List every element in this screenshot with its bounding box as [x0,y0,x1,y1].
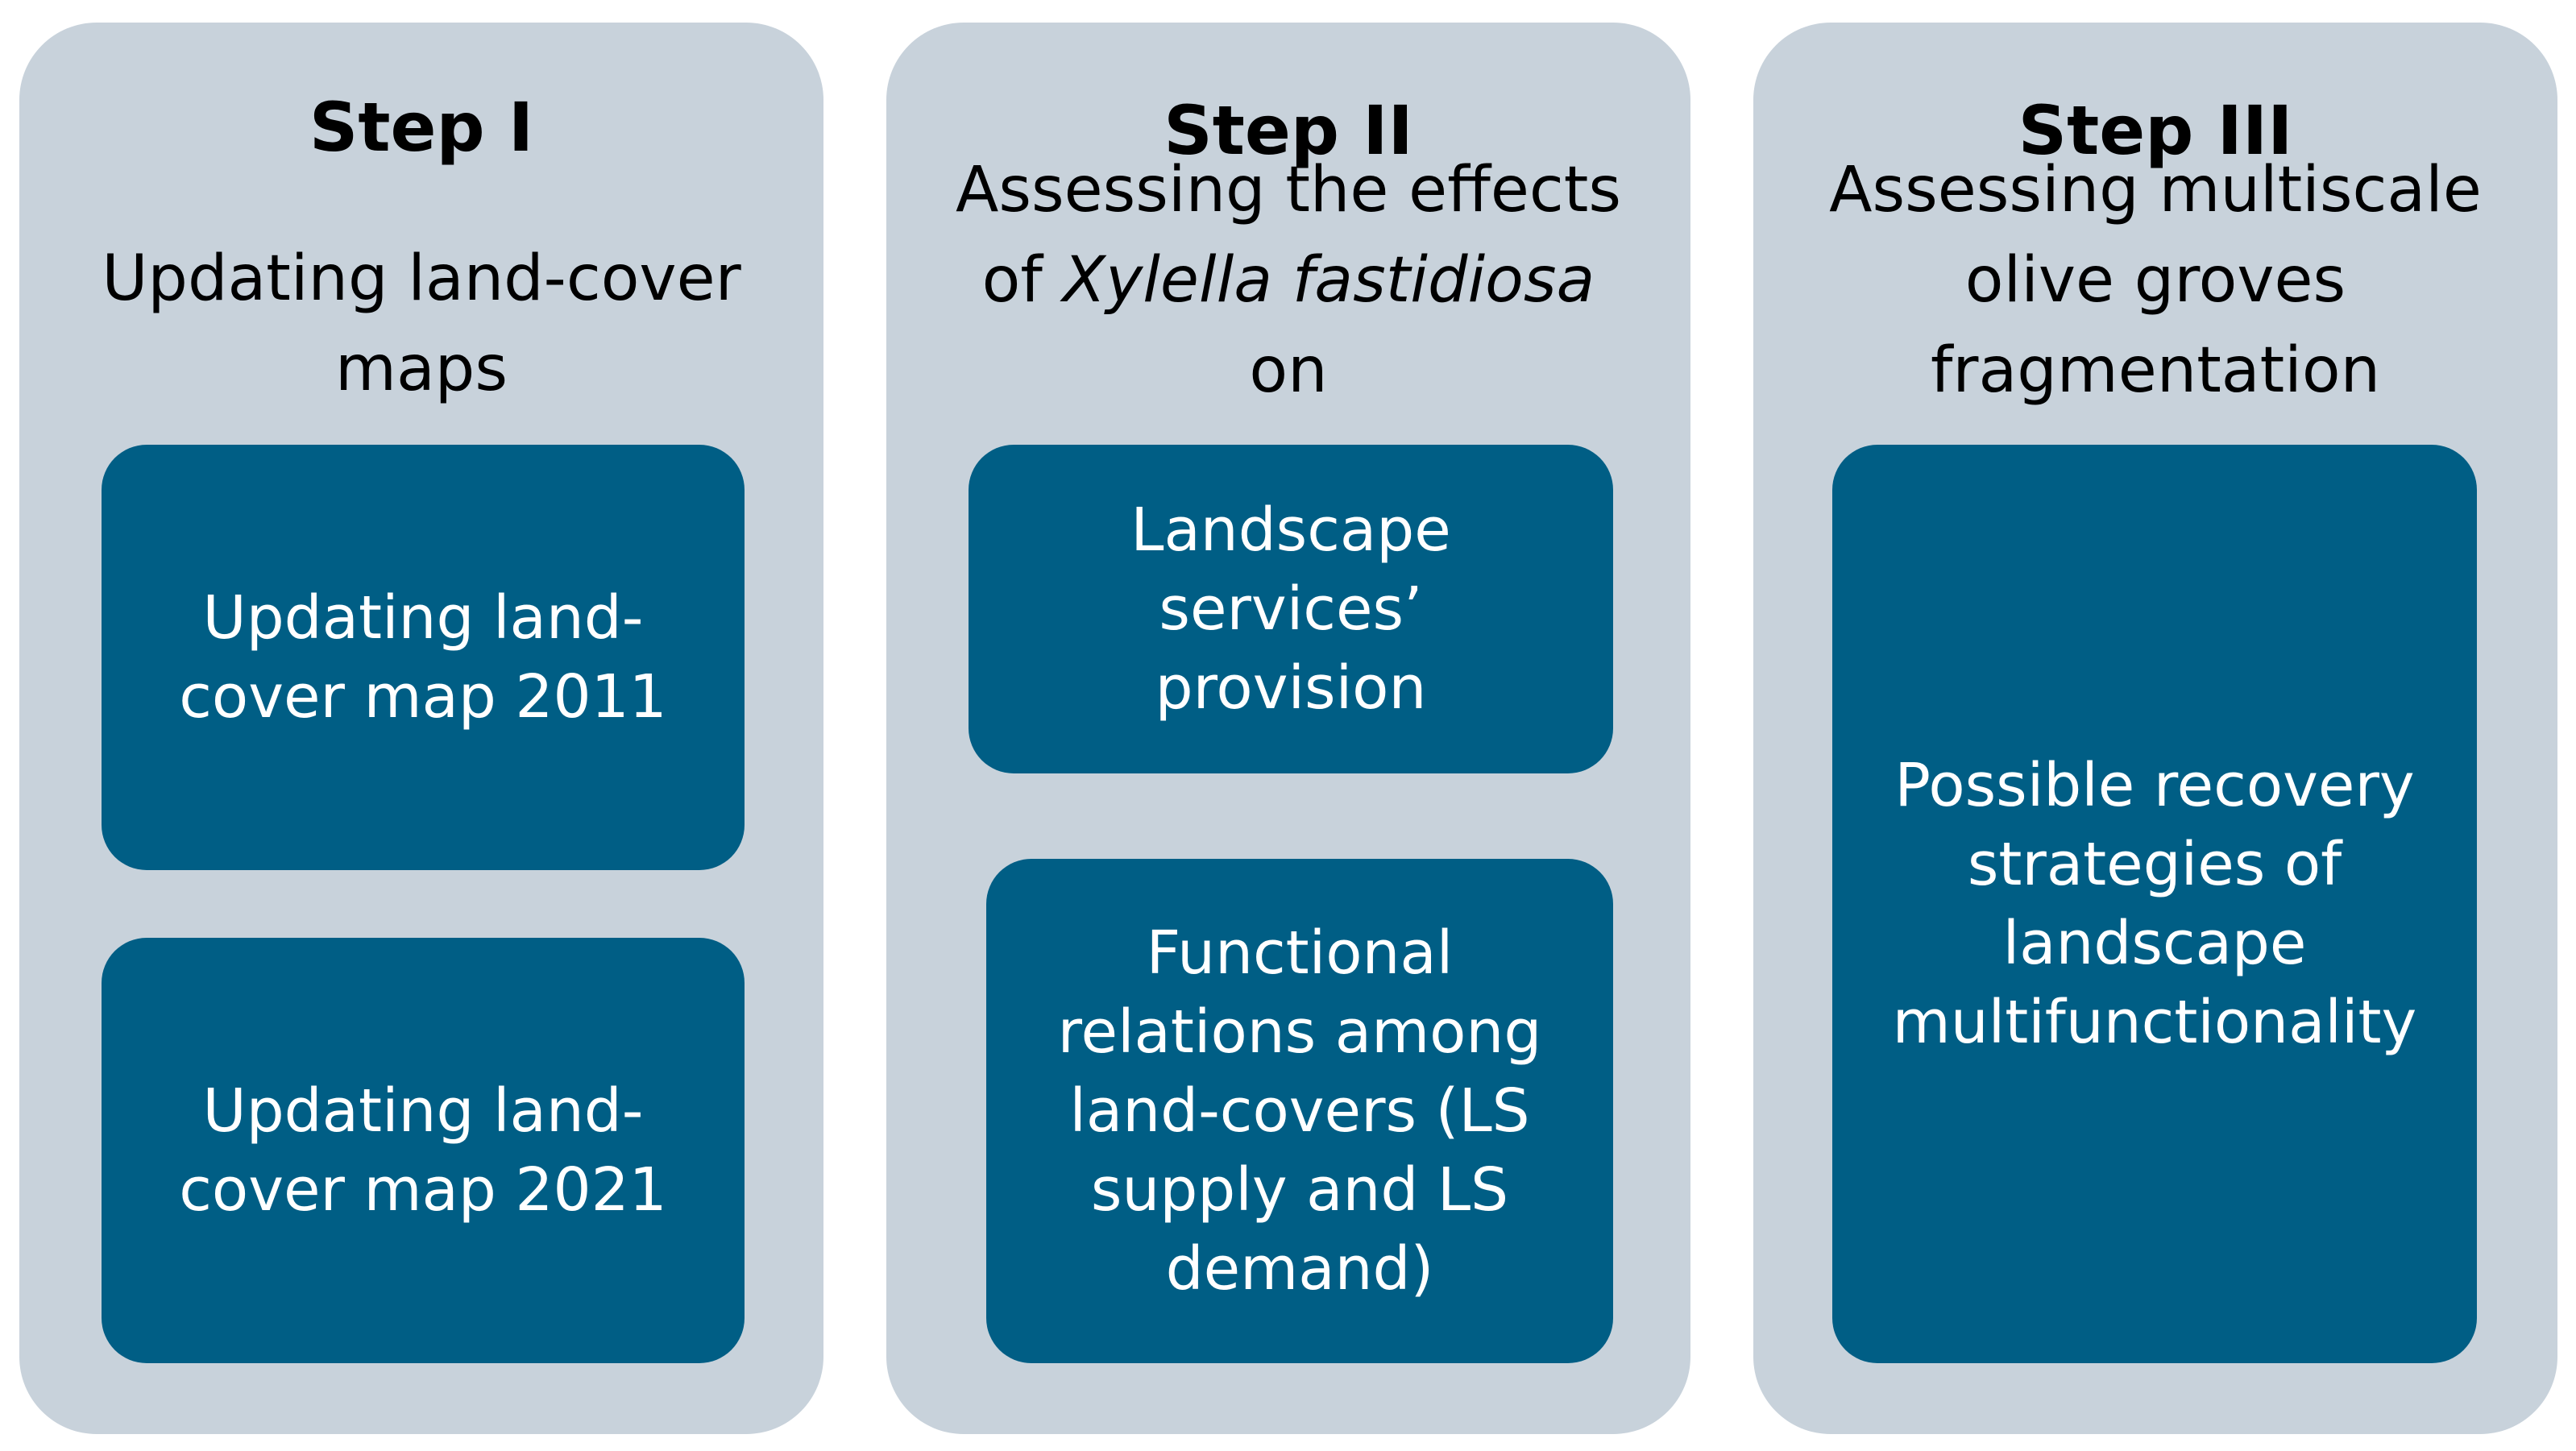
step-1-subtitle: Updating land-cover maps [102,243,741,405]
step-2-box-functional-relations: Functional relations among land-covers (… [986,859,1613,1363]
step-2-heading: Step II [1164,91,1413,170]
step-2-panel: Step II Assessing the effects of Xylella… [886,23,1690,1434]
step-3-heading: Step III [2018,91,2293,170]
step-1-box-2011: Updating land- cover map 2011 [102,445,745,870]
step-3-panel: Step III Assessing multiscale olive grov… [1753,23,2557,1434]
step-2-box-landscape-services: Landscape services’ provision [969,445,1613,773]
step-1-panel: Step I Updating land-cover maps Updating… [19,23,823,1434]
step-3-box-recovery-strategies: Possible recovery strategies of landscap… [1832,445,2477,1363]
step-1-box-2021: Updating land- cover map 2021 [102,938,745,1363]
step-3-subtitle: Assessing multiscale olive groves fragme… [1829,154,2482,407]
step-1-heading: Step I [309,88,534,167]
species-name: Xylella fastidiosa [1062,244,1595,317]
step-2-subtitle: Assessing the effects of Xylella fastidi… [956,154,1621,407]
